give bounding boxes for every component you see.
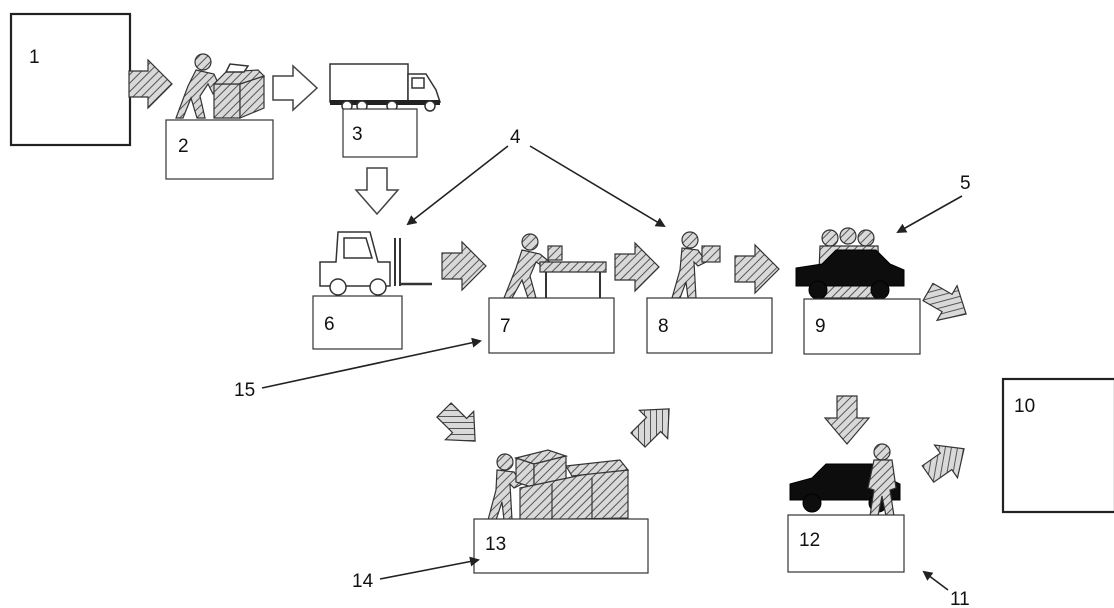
worker-carrying-icon <box>672 232 720 298</box>
box-10: 10 <box>1003 379 1114 512</box>
step-6-box: 6 <box>313 296 402 349</box>
label-12: 12 <box>799 530 820 551</box>
step-8-box: 8 <box>647 298 772 353</box>
step-3-box: 3 <box>343 109 417 157</box>
flow-arrow-9-12 <box>825 396 869 444</box>
flow-arrow-7-13 <box>430 396 489 455</box>
car-with-group-icon <box>796 228 904 299</box>
worker-at-workbench-icon <box>504 234 606 300</box>
pointer-14 <box>380 560 478 579</box>
step-7-box: 7 <box>489 298 614 353</box>
car-with-person-icon <box>790 444 900 516</box>
worker-stacking-boxes-icon <box>488 450 628 520</box>
label-15: 15 <box>234 380 255 401</box>
label-7: 7 <box>500 316 511 337</box>
label-10: 10 <box>1014 396 1035 417</box>
label-13: 13 <box>485 534 506 555</box>
forklift-icon <box>320 232 432 295</box>
flow-arrow-13-8 <box>624 395 683 454</box>
flow-arrow-8-9 <box>735 245 779 293</box>
label-2: 2 <box>178 136 189 157</box>
box-1: 1 <box>11 14 130 145</box>
flow-arrow-9-out <box>918 275 976 332</box>
label-14: 14 <box>352 571 374 592</box>
step-12-box: 12 <box>788 515 904 572</box>
flow-arrow-3-6 <box>356 168 398 214</box>
pointer-5 <box>898 196 962 232</box>
flow-arrow-7-8 <box>615 243 659 291</box>
label-1: 1 <box>29 47 40 68</box>
pointer-11 <box>924 572 948 590</box>
step-9-box: 9 <box>804 299 920 354</box>
label-4: 4 <box>510 127 521 148</box>
step-13-box: 13 <box>474 519 648 573</box>
worker-packing-icon <box>176 54 264 118</box>
label-8: 8 <box>658 316 669 337</box>
flow-arrow-6-7 <box>442 242 486 290</box>
step-2-box: 2 <box>166 120 273 179</box>
label-11: 11 <box>950 589 970 608</box>
label-5: 5 <box>960 173 971 194</box>
flow-arrow-12-10 <box>917 432 976 490</box>
pointer-4-to-forklift <box>408 146 508 224</box>
pointer-4-to-carrier <box>530 146 664 226</box>
truck-icon <box>330 64 440 111</box>
label-6: 6 <box>324 314 335 335</box>
flow-arrow-2-3 <box>273 66 317 110</box>
flow-arrow-1-2 <box>129 60 172 108</box>
label-9: 9 <box>815 316 826 337</box>
label-3: 3 <box>352 124 363 145</box>
